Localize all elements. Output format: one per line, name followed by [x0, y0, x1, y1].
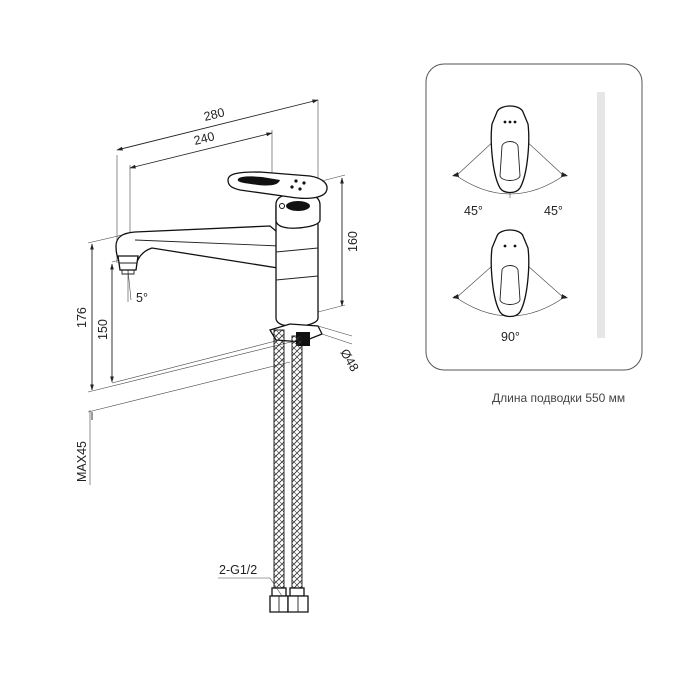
right-angle-label: 45° — [544, 204, 563, 218]
angle-5-label: 5° — [136, 291, 148, 305]
faucet-side-view: 280 240 160 176 150 — [75, 99, 361, 613]
left-angle-label: 45° — [464, 204, 483, 218]
angle-5-degree: 5° — [127, 269, 148, 305]
dimension-max45-label: MAX45 — [75, 441, 89, 482]
total-angle-label: 90° — [501, 330, 520, 344]
hose-length-caption: Длина подводки 550 мм — [492, 391, 625, 405]
panel-side-bar — [597, 92, 605, 338]
dimension-280: 280 — [116, 99, 319, 151]
handle-top-view-90: 90° — [452, 229, 568, 344]
dimension-160: 160 — [317, 174, 360, 313]
faucet-lever — [227, 171, 328, 199]
dimension-240: 240 — [129, 129, 273, 169]
faucet-spout — [115, 225, 300, 275]
diameter-label: Ø48 — [337, 347, 361, 375]
dimension-176: 176 — [75, 243, 94, 391]
rotation-panel: 45° 45° 90° Длина подводки 550 мм — [425, 63, 643, 405]
thread-callout: 2-G1/2 — [218, 563, 283, 597]
dimension-176-label: 176 — [75, 307, 89, 328]
thread-label: 2-G1/2 — [219, 563, 257, 577]
dimension-max45: MAX45 — [75, 412, 93, 482]
dimension-150-label: 150 — [96, 319, 110, 340]
handle-top-view-45: 45° 45° — [452, 105, 568, 218]
supply-hoses — [269, 329, 309, 613]
dimension-280-label: 280 — [202, 105, 226, 124]
dimension-160-label: 160 — [346, 231, 360, 252]
dimension-150: 150 — [96, 263, 114, 383]
faucet-body — [275, 192, 321, 328]
dimension-240-label: 240 — [192, 129, 216, 148]
